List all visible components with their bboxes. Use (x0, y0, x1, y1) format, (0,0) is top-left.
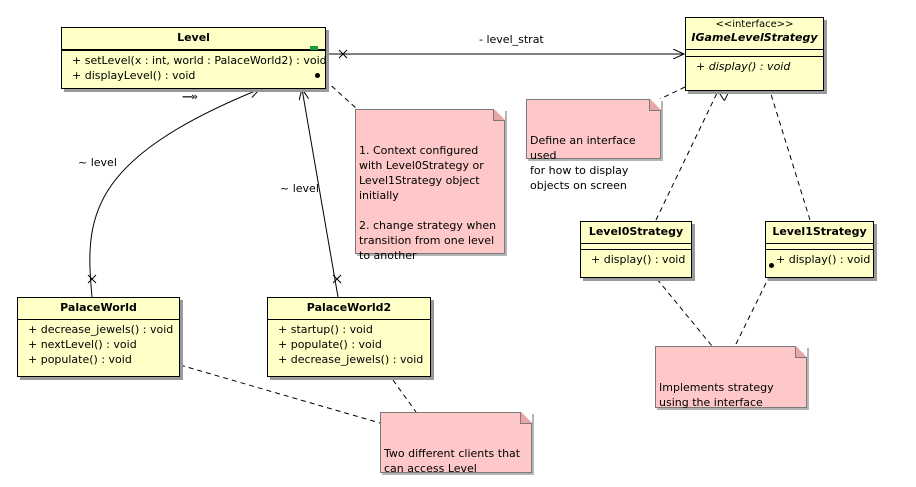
palace-world2-op-2: + decrease_jewels() : void (278, 353, 424, 366)
strategy-interface-name: IGameLevelStrategy (691, 31, 818, 44)
clients-note-text: Two different clients that can access Le… (384, 447, 521, 475)
clients-note: Two different clients that can access Le… (380, 412, 532, 475)
context-note: 1. Context configured with Level0Strateg… (355, 109, 505, 262)
level0-operations: + display() : void (581, 249, 691, 269)
level-strat-label: - level_strat (479, 33, 544, 46)
level-operations: + setLevel(x : int, world : PalaceWorld2… (62, 50, 327, 85)
context-note-anchor (324, 79, 358, 110)
level-op-display-level: + displayLevel() : void (72, 69, 196, 82)
palace-world-operations: + decrease_jewels() : void + nextLevel()… (18, 319, 179, 369)
palace-world2-op-1: + populate() : void (278, 338, 382, 351)
palace-world-op-2: + populate() : void (28, 353, 132, 366)
context-note-text: 1. Context configured with Level0Strateg… (359, 144, 497, 262)
level-op-set-level: + setLevel(x : int, world : PalaceWorld2… (72, 54, 327, 67)
palace-world2-level-association[interactable] (302, 89, 339, 298)
level-attributes (62, 49, 325, 50)
level0-strategy-name: Level0Strategy (588, 225, 684, 238)
palace-world-name: PalaceWorld (60, 301, 137, 314)
implements-note: Implements strategy using the interface (655, 346, 807, 409)
define-note-fold (649, 99, 661, 111)
level0-realization[interactable] (655, 91, 718, 221)
level1-anchor-dot (769, 263, 774, 268)
palace-world-class[interactable]: PalaceWorld + decrease_jewels() : void +… (17, 297, 180, 377)
palace-world2-x-mark (332, 274, 342, 284)
palace-world-x-mark (87, 274, 97, 284)
level-green-marker (310, 46, 318, 50)
define-interface-note: Define an interface used for how to disp… (526, 99, 661, 192)
implements-note-fold (795, 346, 807, 358)
define-note-anchor (659, 86, 686, 100)
strategy-interface-header: <<interface>> IGameLevelStrategy (686, 18, 823, 49)
implements-note-anchor-1 (734, 274, 771, 347)
palace-world2-class[interactable]: PalaceWorld2 + startup() : void + popula… (267, 297, 431, 377)
strategy-operations: + display() : void (686, 56, 823, 76)
palace-world-level-association[interactable] (89, 89, 260, 298)
strategy-interface[interactable]: <<interface>> IGameLevelStrategy + displ… (685, 17, 824, 91)
context-note-fold (493, 109, 505, 121)
implements-note-anchor-0 (656, 278, 713, 347)
level1-op-display: + display() : void (776, 253, 871, 266)
level0-op-display: + display() : void (591, 253, 686, 266)
level0-attributes (581, 243, 691, 249)
palace-world-level-label: ~ level (78, 156, 117, 169)
level0-strategy-class[interactable]: Level0Strategy + display() : void (580, 221, 692, 278)
palace-world-op-0: + decrease_jewels() : void (28, 323, 174, 336)
implements-note-text: Implements strategy using the interface (659, 381, 774, 409)
navigation-arrow-icon: —» (182, 90, 198, 103)
define-note-text: Define an interface used for how to disp… (530, 134, 636, 192)
level-class[interactable]: Level + setLevel(x : int, world : Palace… (61, 27, 327, 89)
palace-world2-operations: + startup() : void + populate() : void +… (268, 319, 430, 369)
level-class-name: Level (177, 31, 210, 44)
level1-operations: + display() : void (766, 249, 873, 269)
level-anchor-dot (315, 73, 320, 78)
clients-note-anchor-1 (392, 379, 417, 413)
strategy-op-display: + display() : void (696, 60, 791, 73)
palace-world2-op-0: + startup() : void (278, 323, 373, 336)
level-strat-x-mark (338, 49, 348, 59)
clients-note-anchor-0 (179, 364, 381, 424)
palace-world2-level-label: ~ level (280, 182, 319, 195)
strategy-attributes (686, 49, 823, 56)
level1-attributes (766, 243, 873, 249)
strategy-stereotype: <<interface>> (715, 19, 794, 30)
palace-world-op-1: + nextLevel() : void (28, 338, 137, 351)
palace-world2-name: PalaceWorld2 (306, 301, 392, 314)
level1-strategy-name: Level1Strategy (772, 225, 867, 238)
level1-strategy-class[interactable]: Level1Strategy + display() : void (765, 221, 874, 278)
clients-note-fold (520, 412, 532, 424)
level1-realization[interactable] (770, 91, 811, 221)
